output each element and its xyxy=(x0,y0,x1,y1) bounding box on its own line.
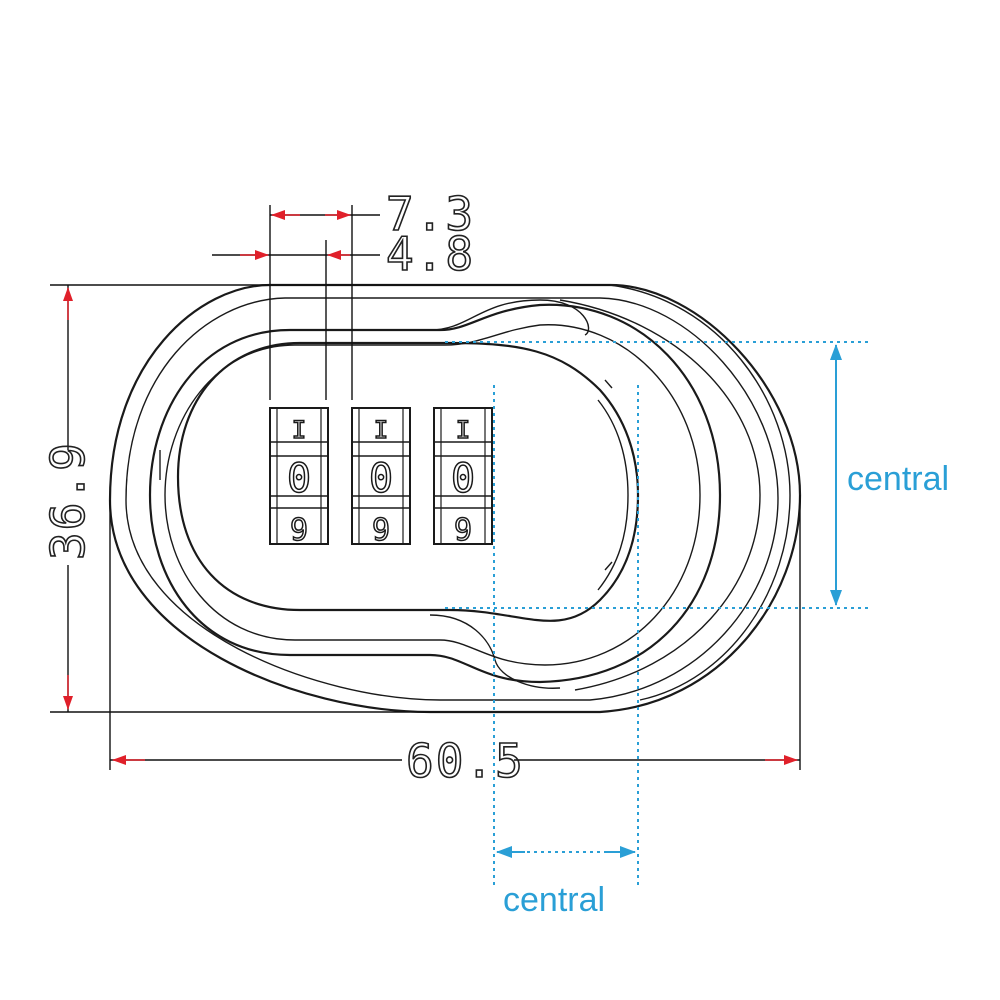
wheel-digit-top: I xyxy=(292,416,306,444)
dial-window-inner xyxy=(597,399,629,591)
combination-wheel: I 0 9 xyxy=(269,407,329,549)
central-vertical-annotation xyxy=(445,341,868,609)
wheel-frame xyxy=(269,407,329,545)
wheel-digit-bottom: 9 xyxy=(372,513,390,548)
width-label-bg xyxy=(402,735,514,779)
wheel-inner-frame xyxy=(276,407,322,545)
lock-body xyxy=(108,283,802,714)
right-ridge-outer xyxy=(609,284,791,701)
wheel-frame xyxy=(351,407,411,545)
right-notch-bottom xyxy=(604,561,613,571)
wheel-digit-middle: 0 xyxy=(451,456,475,502)
dial-window xyxy=(176,341,640,622)
dim-label-36-9: 36.9 xyxy=(41,441,95,560)
dim-label-4-8: 4.8 xyxy=(386,227,475,281)
wheel-inner-frame xyxy=(358,407,404,545)
dim-label-60-5: 60.5 xyxy=(406,734,525,788)
height-label-bg xyxy=(48,450,88,565)
right-notch-top xyxy=(604,379,613,389)
inner-rim xyxy=(148,303,722,684)
inner-shell xyxy=(125,297,779,701)
central-vertical-label: central xyxy=(847,460,949,498)
wheel-digit-top: I xyxy=(456,416,470,444)
central-horizontal-label: central xyxy=(503,881,605,919)
combination-wheel: I 0 9 xyxy=(351,407,411,549)
right-ridge-inner xyxy=(559,299,761,691)
central-vertical-label-bg xyxy=(840,455,975,499)
wheel-digit-bottom: 9 xyxy=(454,513,472,548)
wheel-digit-middle: 0 xyxy=(369,456,393,502)
combination-wheels: I 0 9 I 0 9 I 0 9 xyxy=(269,407,493,549)
shackle-top xyxy=(429,299,590,336)
wheel-digit-middle: 0 xyxy=(287,456,311,502)
wheel-digit-bottom: 9 xyxy=(290,513,308,548)
wheel-digit-top: I xyxy=(374,416,388,444)
combination-wheel: I 0 9 xyxy=(433,407,493,549)
central-horizontal-annotation xyxy=(493,385,639,888)
wheel-extension-lines xyxy=(212,205,380,400)
wheel-inner-frame xyxy=(440,407,486,545)
inner-rim-2 xyxy=(164,324,701,666)
dim-label-7-3: 7.3 xyxy=(386,187,475,241)
